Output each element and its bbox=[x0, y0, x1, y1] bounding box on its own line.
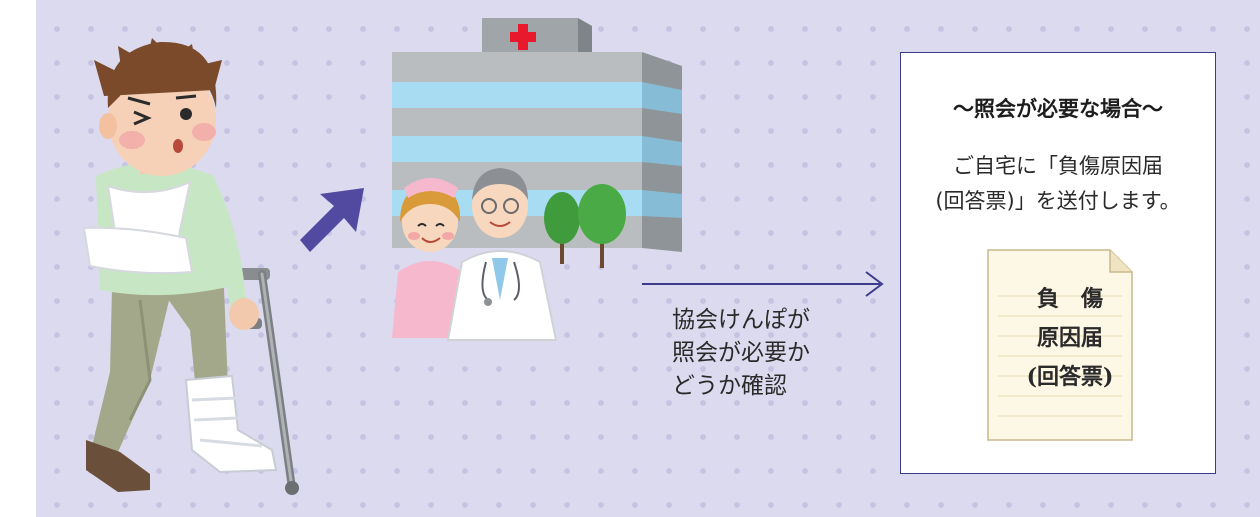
flow-arrow-icon bbox=[642, 271, 884, 297]
injured-man-illustration bbox=[82, 38, 299, 495]
left-margin-strip bbox=[0, 0, 36, 517]
document-title: 負 傷 原因届 (回答票) bbox=[1000, 280, 1140, 397]
flow-caption: 協会けんぽが 照会が必要か どうか確認 bbox=[672, 304, 872, 403]
hospital-illustration bbox=[392, 18, 682, 341]
info-box: 〜照会が必要な場合〜 ご自宅に「負傷原因届 (回答票)」を送付します。 bbox=[900, 52, 1216, 474]
info-body-line: (回答票)」を送付します。 bbox=[935, 189, 1181, 213]
caption-line: どうか確認 bbox=[672, 373, 787, 399]
nurse-illustration bbox=[392, 178, 470, 338]
document-title-line: 負 傷 bbox=[1036, 286, 1103, 312]
info-box-body: ご自宅に「負傷原因届 (回答票)」を送付します。 bbox=[901, 149, 1215, 219]
doctor-illustration bbox=[446, 168, 558, 341]
caption-line: 照会が必要か bbox=[672, 340, 810, 366]
info-body-line: ご自宅に「負傷原因届 bbox=[953, 154, 1163, 178]
document-title-line: 原因届 bbox=[1036, 325, 1103, 351]
red-cross-icon bbox=[510, 24, 536, 50]
tree-icon bbox=[544, 184, 626, 268]
arrow-right-icon bbox=[300, 188, 364, 252]
crutch-icon bbox=[236, 268, 299, 495]
document-title-line: (回答票) bbox=[1026, 364, 1114, 390]
info-box-title: 〜照会が必要な場合〜 bbox=[953, 97, 1163, 121]
caption-line: 協会けんぽが bbox=[672, 307, 810, 333]
